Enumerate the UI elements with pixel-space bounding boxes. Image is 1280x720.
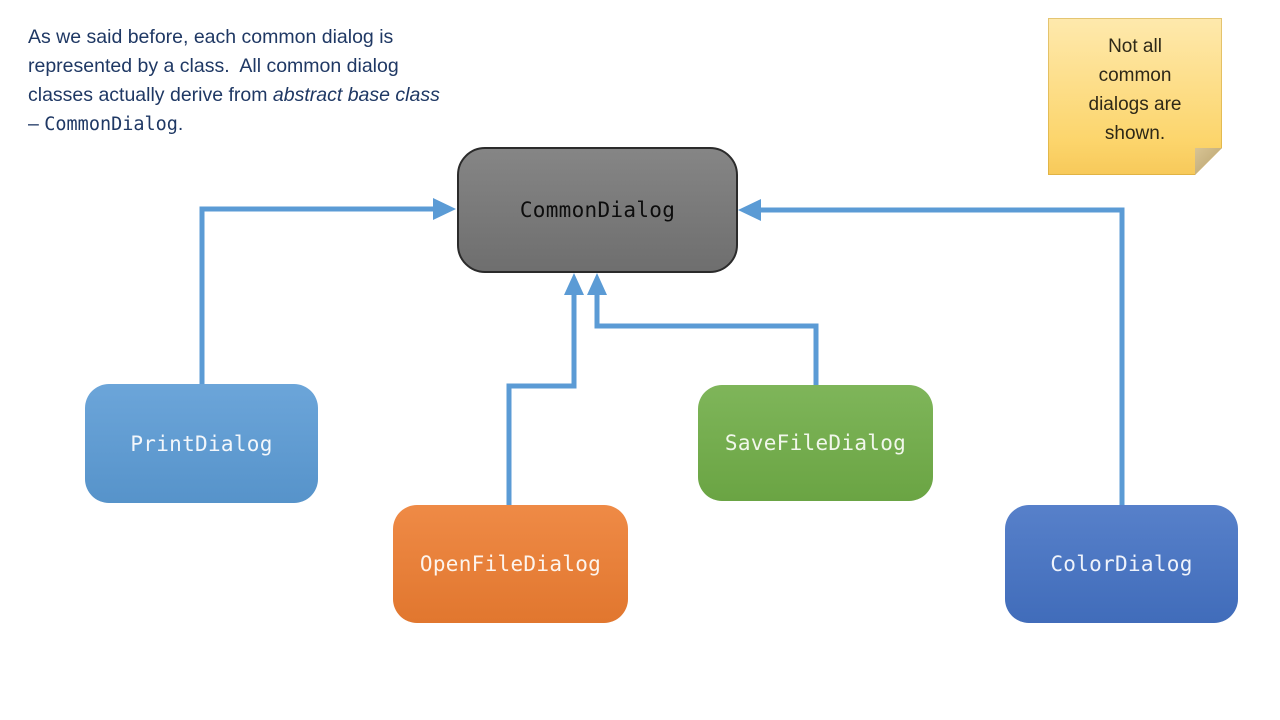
intro-text-dash: – xyxy=(28,113,45,135)
intro-text-lead: As we said before, each common dialog is… xyxy=(28,26,399,106)
connector-openfiledialog-line xyxy=(506,295,577,506)
sticky-note: Not all common dialogs are shown. xyxy=(1048,18,1222,175)
intro-text-emphasis: abstract base class xyxy=(272,84,440,106)
node-colordialog-label: ColorDialog xyxy=(1050,552,1193,576)
node-colordialog: ColorDialog xyxy=(1005,505,1238,623)
node-savefiledialog-label: SaveFileDialog xyxy=(724,431,907,455)
node-printdialog-label: PrintDialog xyxy=(130,431,273,456)
arrowhead-colordialog xyxy=(738,199,761,221)
arrowhead-printdialog xyxy=(433,198,456,220)
connector-savefiledialog-line xyxy=(594,295,819,386)
node-openfiledialog: OpenFileDialog xyxy=(393,505,628,623)
sticky-note-text: Not all common dialogs are shown. xyxy=(1088,36,1182,144)
node-commondialog: CommonDialog xyxy=(457,147,738,273)
connector-colordialog-line xyxy=(761,207,1125,506)
connector-arrowheads xyxy=(433,198,761,295)
arrowhead-savefiledialog xyxy=(587,273,607,295)
intro-paragraph: As we said before, each common dialog is… xyxy=(28,23,452,139)
connector-lines xyxy=(199,206,1125,506)
intro-text-classname: CommonDialog xyxy=(44,114,178,135)
node-savefiledialog: SaveFileDialog xyxy=(698,385,933,501)
arrowhead-openfiledialog xyxy=(564,273,584,295)
intro-text-period: . xyxy=(177,113,184,135)
connector-printdialog-line xyxy=(199,206,433,385)
node-openfiledialog-label: OpenFileDialog xyxy=(419,552,602,576)
node-commondialog-label: CommonDialog xyxy=(519,198,676,222)
node-printdialog: PrintDialog xyxy=(85,384,318,503)
